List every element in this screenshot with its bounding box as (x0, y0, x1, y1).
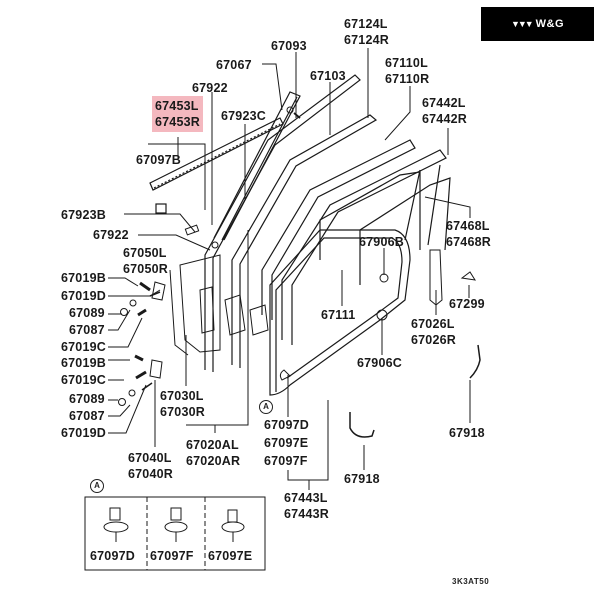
label-67093: 67093 (271, 39, 307, 53)
label-67124r: 67124R (344, 33, 389, 47)
plug-67906c (376, 309, 388, 321)
label-67110r: 67110R (385, 72, 430, 86)
label-67020ar: 67020AR (186, 454, 241, 468)
clip-67097d-detail (103, 507, 129, 542)
label-67299: 67299 (449, 297, 485, 311)
bolt-67019d-upper (149, 291, 161, 297)
detail-box-a (84, 496, 266, 571)
label-67111: 67111 (321, 308, 356, 322)
detail-box-marker-a: A (90, 479, 104, 493)
label-67097e: 67097E (264, 436, 309, 450)
label-67040r: 67040R (128, 467, 173, 481)
nut-67089-lower (118, 398, 126, 406)
brand-badge: ▼▼▼ W&G (481, 7, 594, 41)
label-67097d: 67097D (264, 418, 309, 432)
nut-67089-upper (120, 308, 128, 316)
detail-label-67097f: 67097F (150, 549, 194, 563)
label-67089-2: 67089 (69, 392, 105, 406)
label-67103: 67103 (310, 69, 346, 83)
clip-67922 (211, 241, 219, 249)
label-67468r: 67468R (446, 235, 491, 249)
door-frame-sashes (204, 74, 451, 372)
plug-67906b (379, 273, 389, 283)
label-67026r: 67026R (411, 333, 456, 347)
door-weatherstrip (269, 229, 411, 396)
label-67040l: 67040L (128, 451, 172, 465)
clip-part (155, 203, 167, 214)
screw-67093 (293, 112, 301, 119)
label-67906c: 67906C (357, 356, 402, 370)
label-67067: 67067 (216, 58, 252, 72)
small-parts (118, 106, 481, 438)
detail-marker-a: A (259, 400, 273, 414)
label-67019c-1: 67019C (61, 340, 106, 354)
detail-label-67097e: 67097E (208, 549, 253, 563)
washer-67087-upper (129, 299, 137, 307)
bolt-67019b-upper (139, 281, 151, 292)
label-67097b: 67097B (136, 153, 181, 167)
label-67089-1: 67089 (69, 306, 105, 320)
clip-67923b (184, 224, 200, 236)
diagram-code: 3K3AT50 (452, 577, 490, 586)
bolt-67299 (460, 271, 477, 281)
protector-67918-right (469, 344, 481, 379)
brand-name: W&G (535, 18, 565, 30)
label-67019d-2: 67019D (61, 426, 106, 440)
label-67443r: 67443R (284, 507, 329, 521)
label-67019b-2: 67019B (61, 356, 106, 370)
leader-lines (108, 48, 471, 490)
detail-label-67097d: 67097D (90, 549, 135, 563)
clip-67097e-detail (221, 509, 245, 542)
label-67453-highlighted: 67453L 67453R (152, 96, 203, 132)
label-67453l: 67453L (155, 99, 199, 113)
hinge-67040 (149, 359, 163, 379)
label-67087-2: 67087 (69, 409, 105, 423)
label-67918-mid: 67918 (344, 472, 380, 486)
label-67087-1: 67087 (69, 323, 105, 337)
label-67124l: 67124L (344, 17, 388, 31)
label-67030r: 67030R (160, 405, 205, 419)
label-67922-mid: 67922 (93, 228, 129, 242)
label-67019c-2: 67019C (61, 373, 106, 387)
label-67030l: 67030L (160, 389, 204, 403)
label-67468l: 67468L (446, 219, 490, 233)
label-67050r: 67050R (123, 262, 168, 276)
label-67110l: 67110L (385, 56, 428, 70)
label-67923b: 67923B (61, 208, 106, 222)
label-67026l: 67026L (411, 317, 455, 331)
label-67906b: 67906B (359, 235, 404, 249)
door-inner-panel (169, 254, 269, 356)
bolt-67019c-upper (137, 308, 147, 317)
label-67918-right: 67918 (449, 426, 485, 440)
clip-67097d (279, 369, 291, 381)
bolt-67019c-lower (135, 370, 147, 380)
washer-67087-lower (128, 389, 136, 397)
label-67923c: 67923C (221, 109, 266, 123)
clip-67097f-detail (164, 507, 188, 542)
bolt-67019d-lower (141, 382, 153, 391)
label-67442r: 67442R (422, 112, 467, 126)
protector-67918-mid (349, 412, 375, 438)
label-67453r: 67453R (155, 115, 200, 129)
label-67019b-1: 67019B (61, 271, 106, 285)
screw-67067 (286, 106, 294, 114)
label-67020al: 67020AL (186, 438, 239, 452)
brand-logo-icon: ▼▼▼ (510, 19, 534, 29)
bolt-67019b-lower (134, 354, 144, 362)
label-67019d-1: 67019D (61, 289, 106, 303)
hinge-67050 (151, 281, 166, 301)
label-67442l: 67442L (422, 96, 466, 110)
label-67922-top: 67922 (192, 81, 228, 95)
label-67443l: 67443L (284, 491, 328, 505)
door-check-67026 (429, 249, 443, 306)
label-67097f: 67097F (264, 454, 308, 468)
label-67050l: 67050L (123, 246, 167, 260)
